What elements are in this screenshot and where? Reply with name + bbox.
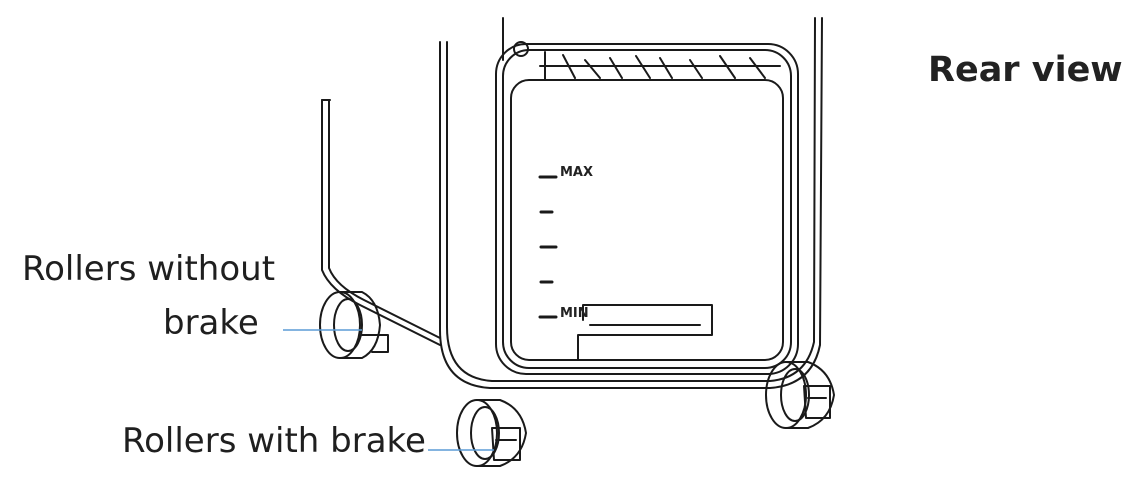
- roller-with-brake-left: [456, 399, 527, 467]
- label-rollers-without-brake-line1: Rollers without: [22, 249, 276, 289]
- gauge-max-label: MAX: [560, 165, 593, 180]
- roller-without-brake: [319, 291, 389, 359]
- unit-body: [321, 17, 823, 389]
- water-level-gauge: [538, 175, 558, 319]
- gauge-min-label: MIN: [560, 306, 589, 321]
- roller-with-brake-right: [765, 361, 835, 429]
- label-rollers-without-brake-line2: brake: [163, 303, 259, 343]
- water-tank-window: [495, 43, 799, 375]
- view-title: Rear view: [928, 50, 1123, 90]
- label-rollers-with-brake: Rollers with brake: [122, 421, 426, 461]
